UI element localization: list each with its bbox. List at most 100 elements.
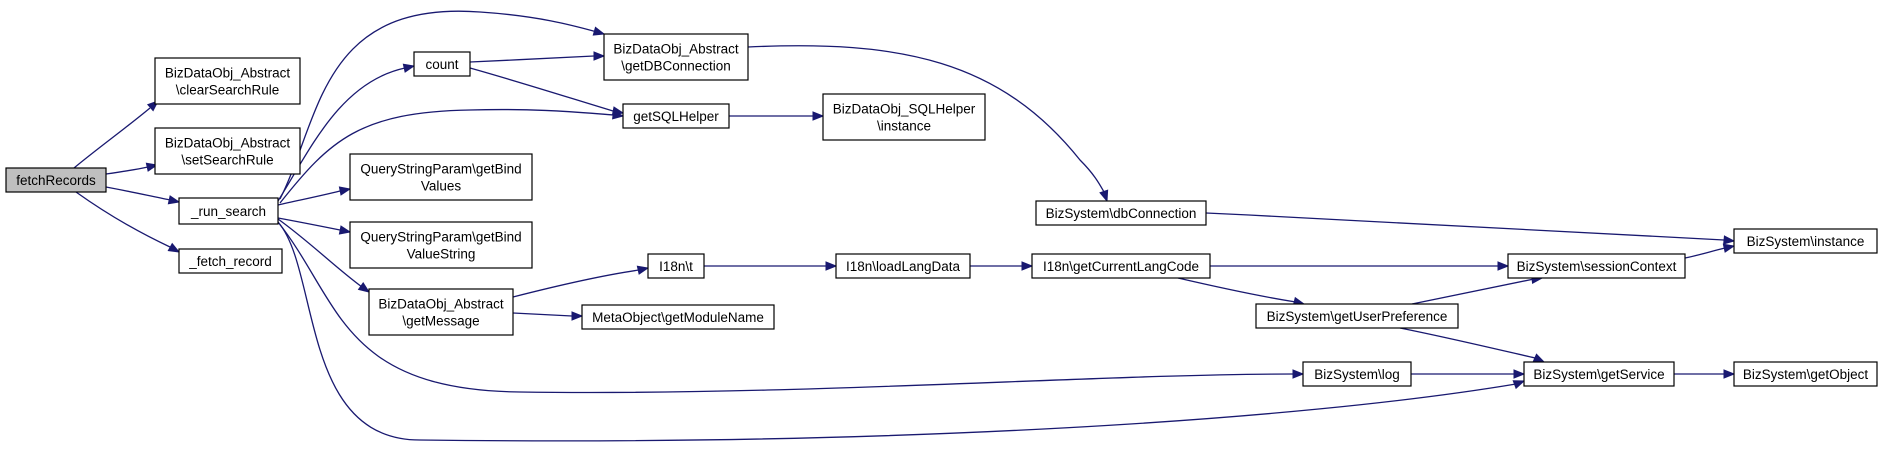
node-label: MetaObject\getModuleName [592,310,764,325]
node-label: BizSystem\getService [1533,367,1664,382]
node-loadLangData[interactable]: I18n\loadLangData [835,253,971,279]
edge-dbConnection-to-bizInstance [1205,212,1736,245]
node-box [1302,361,1412,387]
node-dbConnection[interactable]: BizSystem\dbConnection [1035,200,1207,226]
arrow-head [1723,235,1736,245]
node-label: BizDataObj_Abstract [165,66,291,81]
edge-getMessage-to-getModuleName [512,311,584,321]
node-sqlHelperInstance[interactable]: BizDataObj_SQLHelper \instance [822,93,986,141]
node-label: BizDataObj_Abstract [378,297,504,312]
node-fetchRecords[interactable]: fetchRecords [5,167,107,193]
node-box [1507,253,1686,279]
edge-line [105,166,149,175]
node-box [5,167,107,193]
arrow-head [167,242,181,253]
node-i18nT[interactable]: I18n\t [647,253,705,279]
arrow-head [1723,369,1736,379]
node-label: \clearSearchRule [176,83,280,98]
node-fetch_record[interactable]: _fetch_record [178,248,283,274]
node-label: getSQLHelper [633,109,719,124]
node-getService[interactable]: BizSystem\getService [1523,361,1675,387]
node-getCurrentLangCode[interactable]: I18n\getCurrentLangCode [1031,253,1211,279]
node-box [413,51,471,77]
node-getModuleName[interactable]: MetaObject\getModuleName [581,304,775,330]
node-box [1035,200,1207,226]
edge-getUserPreference-to-sessionContext [1411,274,1544,305]
edge-count-to-getSQLHelper [469,67,625,116]
edge-line [512,269,640,298]
edge-line [1177,277,1297,303]
node-label: ValueString [407,247,476,262]
node-label: \setSearchRule [181,153,273,168]
edge-line [1411,278,1535,305]
arrow-head [825,261,838,271]
node-getSQLHelper[interactable]: getSQLHelper [622,103,730,129]
node-bizInstance[interactable]: BizSystem\instance [1733,228,1878,254]
node-box [622,103,730,129]
edge-getDBConnection-to-dbConnection [747,45,1109,203]
node-bizLog[interactable]: BizSystem\log [1302,361,1412,387]
edge-getMessage-to-i18nT [512,265,650,298]
node-box [1523,361,1675,387]
node-getDBConnection[interactable]: BizDataObj_Abstract\getDBConnection [603,33,749,81]
arrow-head [593,51,606,61]
edge-run_search-to-bizLog [277,221,1305,394]
edge-line [277,221,1517,442]
arrow-head [167,195,181,205]
edge-line [1684,247,1726,259]
node-box [1733,361,1878,387]
node-label: I18n\t [659,259,693,274]
arrow-head [402,63,416,73]
edge-line [469,55,595,63]
node-label: BizDataObj_Abstract [165,136,291,151]
edge-line [1205,212,1725,241]
node-box [1031,253,1211,279]
edge-line [1399,327,1536,359]
edge-line [73,107,151,169]
edge-fetchRecords-to-fetch_record [75,191,181,253]
node-getMessage[interactable]: BizDataObj_Abstract \getMessage [368,288,514,336]
edge-line [105,186,171,201]
node-label: I18n\getCurrentLangCode [1043,259,1199,274]
arrow-head [1021,261,1034,271]
arrow-head [145,162,159,172]
node-label: BizSystem\log [1314,367,1400,382]
node-box [822,93,986,141]
edge-getCurrentLangCode-to-sessionContext [1210,261,1510,271]
node-label: BizDataObj_SQLHelper [833,102,976,117]
arrow-head [592,26,606,36]
node-run_search[interactable]: _run_search [178,197,279,225]
node-label: BizSystem\dbConnection [1046,206,1197,221]
node-box [349,153,533,201]
node-setSearchRule[interactable]: BizDataObj_Abstract \setSearchRule [154,127,301,175]
edge-fetchRecords-to-clearSearchRule [73,100,160,169]
arrow-head [1497,261,1510,271]
node-label: \instance [877,119,931,134]
edge-i18nT-to-loadLangData [704,261,838,271]
edge-sessionContext-to-bizInstance [1684,243,1736,259]
node-label: \getMessage [402,314,479,329]
arrow-head [1513,369,1526,379]
edge-line [277,218,363,288]
edge-line [75,191,171,248]
node-box [178,197,279,225]
edge-run_search-to-count [277,63,416,202]
node-box [154,57,301,105]
node-clearSearchRule[interactable]: BizDataObj_Abstract \clearSearchRule [154,57,301,105]
node-box [154,127,301,175]
node-getUserPreference[interactable]: BizSystem\getUserPreference [1255,303,1459,329]
node-box [1733,228,1878,254]
edge-line [747,45,1105,193]
edge-getSQLHelper-to-sqlHelperInstance [728,111,825,121]
node-box [581,304,775,330]
arrow-head [1532,353,1546,363]
node-sessionContext[interactable]: BizSystem\sessionContext [1507,253,1686,279]
node-count[interactable]: count [413,51,471,77]
arrow-head [1292,369,1305,379]
node-label: _run_search [190,204,266,219]
node-getObject[interactable]: BizSystem\getObject [1733,361,1878,387]
edge-fetchRecords-to-run_search [105,186,181,205]
edges-layer [73,10,1736,442]
